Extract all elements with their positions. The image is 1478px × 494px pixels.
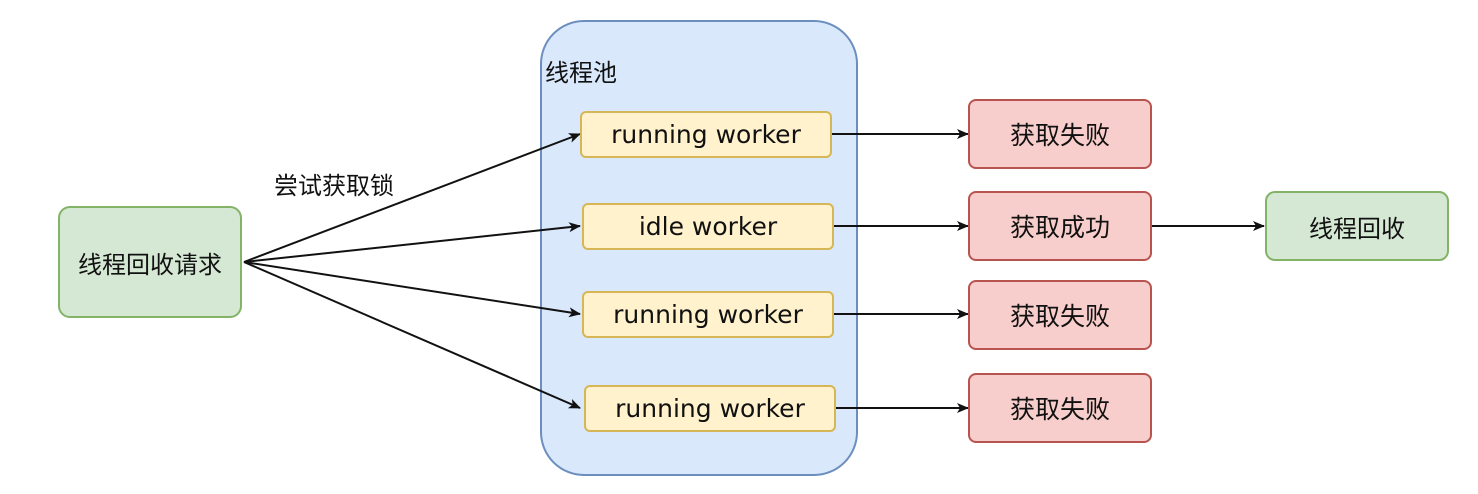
result-label: 获取失败 bbox=[1009, 302, 1110, 331]
result-label: 获取失败 bbox=[1009, 121, 1110, 150]
worker-label: running worker bbox=[611, 120, 801, 149]
worker-node-2: idle worker bbox=[582, 203, 834, 250]
thread-recycle-label: 线程回收 bbox=[1309, 214, 1405, 243]
try-acquire-lock-label: 尝试获取锁 bbox=[274, 172, 394, 200]
thread-recycle-node: 线程回收 bbox=[1265, 191, 1449, 261]
thread-recycle-request-node: 线程回收请求 bbox=[58, 206, 242, 318]
worker-label: running worker bbox=[613, 300, 803, 329]
result-node-1: 获取失败 bbox=[968, 99, 1152, 169]
worker-node-4: running worker bbox=[584, 385, 836, 432]
worker-node-3: running worker bbox=[582, 291, 834, 338]
worker-label: idle worker bbox=[638, 212, 778, 241]
result-node-3: 获取失败 bbox=[968, 280, 1152, 350]
worker-label: running worker bbox=[615, 394, 805, 423]
worker-node-1: running worker bbox=[580, 111, 832, 158]
result-node-2: 获取成功 bbox=[968, 191, 1152, 261]
result-label: 获取失败 bbox=[1009, 395, 1110, 424]
thread-recycle-request-label: 线程回收请求 bbox=[78, 250, 222, 279]
result-node-4: 获取失败 bbox=[968, 373, 1152, 443]
arrow-request-to-worker-4 bbox=[243, 261, 581, 409]
arrow-request-to-worker-2 bbox=[243, 222, 581, 263]
thread-pool-label: 线程池 bbox=[545, 59, 617, 87]
arrow-request-to-worker-3 bbox=[243, 261, 581, 318]
result-label: 获取成功 bbox=[1009, 213, 1110, 242]
